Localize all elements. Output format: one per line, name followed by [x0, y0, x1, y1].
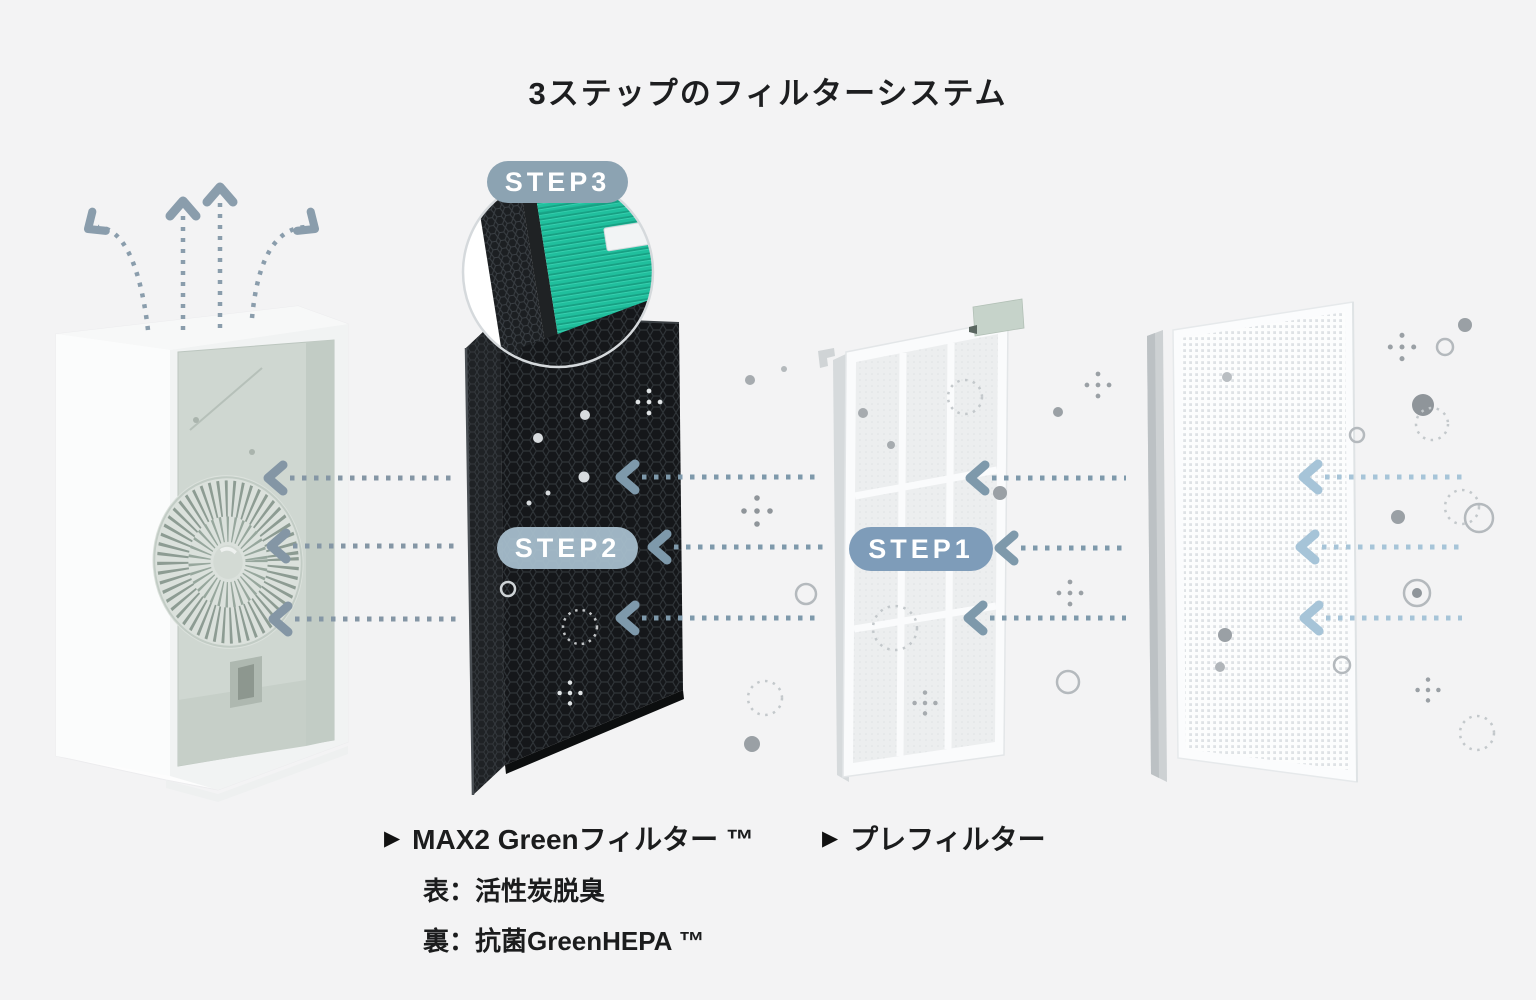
- max2-filter-front-label: 表：活性炭脱臭: [423, 876, 606, 906]
- marker-triangle-icon: ▶: [822, 826, 839, 850]
- marker-triangle-icon: ▶: [384, 826, 401, 850]
- airflow-arrows-into-carbon-filter: [620, 464, 826, 631]
- airflow-arrows-into-pre-filter: [968, 465, 1126, 631]
- max2-filter-back-label: 裏：抗菌GreenHEPA ™: [423, 926, 705, 956]
- front-panel: [1147, 301, 1358, 783]
- max2-filter-title: MAX2 Greenフィルター ™: [412, 824, 754, 855]
- pre-filter-caption: ▶ プレフィルター: [822, 818, 1046, 858]
- pre-filter: [818, 298, 1025, 782]
- max2-filter-caption: ▶ MAX2 Greenフィルター ™ 表：活性炭脱臭 裏：抗菌GreenHEP…: [384, 818, 754, 958]
- page-title: 3ステップのフィルターシステム: [528, 76, 1008, 111]
- step1-badge: STEP1: [849, 527, 993, 571]
- particles-decoration: [741, 318, 1496, 752]
- airflow-arrows-into-unit: [268, 465, 458, 632]
- pre-filter-title: プレフィルター: [850, 824, 1046, 855]
- air-purifier-unit: [55, 305, 349, 802]
- step2-badge: STEP2: [497, 527, 638, 569]
- step3-badge: STEP3: [487, 161, 628, 203]
- airflow-out-arrows: [81, 187, 321, 331]
